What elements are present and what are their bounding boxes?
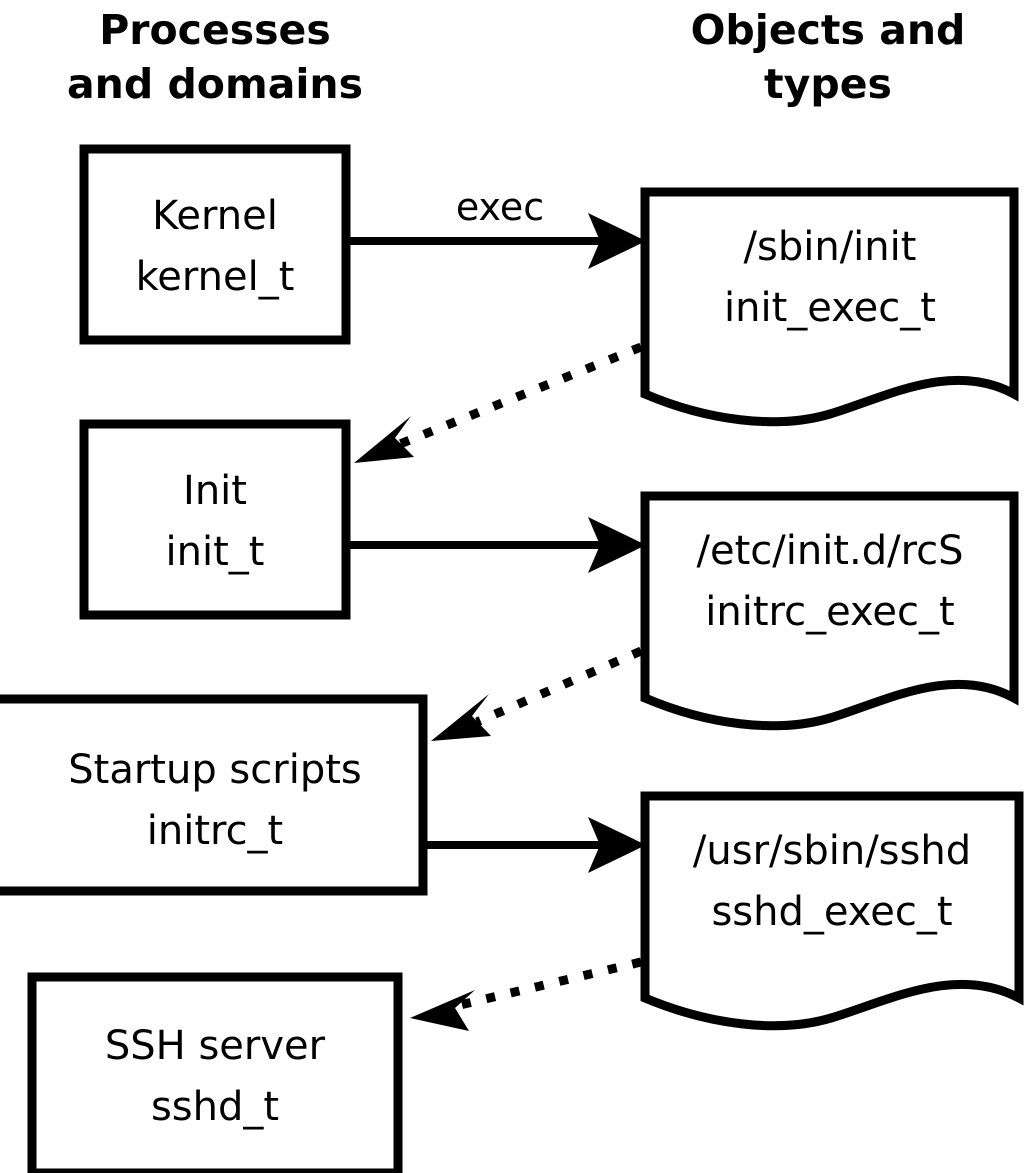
process-node-init-box[interactable] bbox=[79, 419, 351, 620]
object-node-sshd-exec-line1: /usr/sbin/sshd bbox=[693, 828, 971, 874]
process-node-initrc[interactable]: Startup scripts initrc_t bbox=[0, 694, 428, 896]
process-node-sshd-line1: SSH server bbox=[105, 1023, 326, 1069]
process-node-kernel-line2: kernel_t bbox=[136, 254, 295, 300]
object-node-initrc-exec[interactable]: /etc/init.d/rcS initrc_exec_t bbox=[640, 491, 1019, 731]
object-node-init-exec-line2: init_exec_t bbox=[724, 285, 936, 331]
object-node-init-exec[interactable]: /sbin/init init_exec_t bbox=[640, 187, 1019, 427]
column-header-processes-line2: and domains bbox=[67, 60, 363, 108]
process-node-kernel[interactable]: Kernel kernel_t bbox=[79, 144, 351, 345]
edge-initrc-exec-transition-initrc bbox=[431, 646, 643, 741]
object-node-init-exec-line1: /sbin/init bbox=[744, 224, 917, 270]
edge-line bbox=[398, 342, 643, 449]
edge-sshd-exec-transition-sshd bbox=[410, 957, 643, 1031]
edge-line bbox=[475, 646, 643, 727]
process-node-init-line2: init_t bbox=[166, 529, 265, 575]
column-header-objects: Objects and types bbox=[691, 6, 966, 108]
edge-line bbox=[458, 957, 643, 1010]
object-node-sshd-exec[interactable]: /usr/sbin/sshd sshd_exec_t bbox=[640, 791, 1024, 1031]
column-header-processes-line1: Processes bbox=[99, 6, 331, 54]
arrowhead bbox=[588, 213, 646, 269]
edge-init-exec-transition-init bbox=[354, 342, 643, 463]
column-header-processes: Processes and domains bbox=[67, 6, 363, 108]
process-node-initrc-box[interactable] bbox=[0, 694, 428, 896]
arrowhead bbox=[431, 694, 491, 741]
process-node-initrc-line2: initrc_t bbox=[147, 808, 284, 854]
object-node-initrc-exec-line2: initrc_exec_t bbox=[705, 589, 954, 635]
arrowhead bbox=[354, 416, 414, 463]
object-node-initrc-exec-shape[interactable] bbox=[640, 491, 1019, 731]
process-node-init[interactable]: Init init_t bbox=[79, 419, 351, 620]
column-header-objects-line2: types bbox=[764, 60, 892, 108]
column-header-objects-line1: Objects and bbox=[691, 6, 966, 54]
process-node-kernel-line1: Kernel bbox=[152, 193, 278, 239]
edge-init-exec-initrc-exec bbox=[350, 517, 646, 573]
process-node-sshd-line2: sshd_t bbox=[151, 1084, 279, 1130]
process-node-sshd-box[interactable] bbox=[27, 972, 403, 1173]
process-node-kernel-box[interactable] bbox=[79, 144, 351, 345]
process-node-initrc-line1: Startup scripts bbox=[68, 747, 361, 793]
arrowhead bbox=[410, 990, 475, 1031]
object-node-initrc-exec-line1: /etc/init.d/rcS bbox=[696, 528, 963, 574]
process-node-sshd[interactable]: SSH server sshd_t bbox=[27, 972, 403, 1173]
process-node-init-line1: Init bbox=[183, 468, 247, 514]
object-node-sshd-exec-shape[interactable] bbox=[640, 791, 1024, 1031]
arrowhead bbox=[588, 817, 646, 873]
object-node-init-exec-shape[interactable] bbox=[640, 187, 1019, 427]
arrowhead bbox=[588, 517, 646, 573]
edge-label-exec: exec bbox=[456, 185, 544, 229]
edge-kernel-exec-init-exec: exec bbox=[350, 185, 646, 269]
edge-initrc-exec-sshd-exec bbox=[427, 817, 646, 873]
object-node-sshd-exec-line2: sshd_exec_t bbox=[711, 889, 952, 935]
